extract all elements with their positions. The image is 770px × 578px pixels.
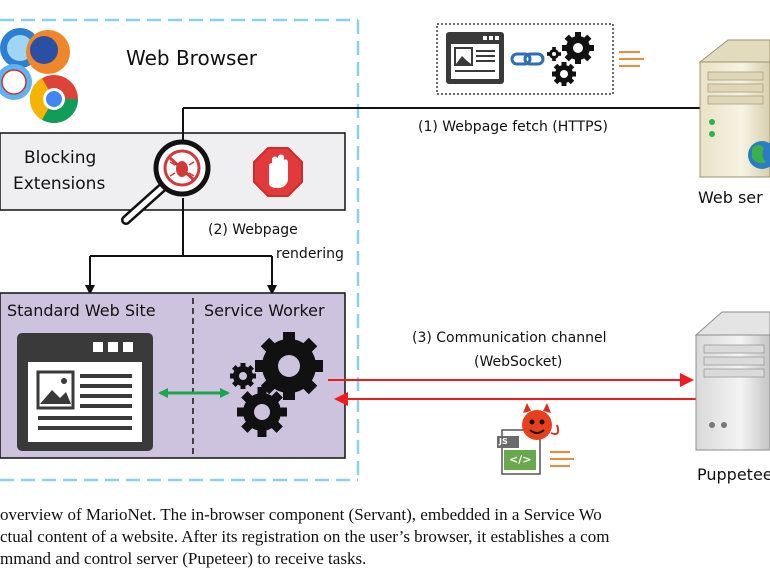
fetched-content-box [436,23,614,95]
rendering-label-2: rendering [276,246,344,262]
browser-logos-icon [0,28,79,124]
caption-line-1: overview of MarioNet. The in-browser com… [0,505,602,524]
js-code-text: </> [509,453,532,466]
fetch-arrow-label: (1) Webpage fetch (HTTPS) [418,119,608,135]
webpage-icon [17,333,153,451]
channel-label-1: (3) Communication channel [412,330,607,346]
puppeteer-label: Puppetee [697,465,770,484]
devil-icon [522,403,560,440]
orange-lines-icon [619,51,644,67]
caption-line-2: ctual content of a website. After its re… [0,527,610,546]
stop-hand-icon [253,147,303,197]
orange-lines-icon-2 [550,451,574,467]
gears-icon [230,332,323,437]
puppeteer-server-icon [694,311,770,451]
service-worker-label: Service Worker [204,301,325,320]
js-badge-text: JS [499,437,508,446]
channel-label-2: (WebSocket) [474,354,563,370]
link-icon [510,52,545,66]
web-browser-boundary [0,18,360,482]
web-server-icon [698,39,770,178]
fetch-and-render-lines [85,107,700,295]
blocking-extensions-label-2: Extensions [13,174,106,194]
web-browser-title: Web Browser [126,46,258,70]
caption-line-3: mmand and control server (Pupeteer) to r… [0,549,367,568]
web-server-label: Web ser [698,188,763,207]
blocking-extensions-label-1: Blocking [24,148,97,168]
standard-site-label: Standard Web Site [7,301,156,320]
magnifier-bug-icon [121,139,211,225]
rendering-label-1: (2) Webpage [208,222,298,238]
